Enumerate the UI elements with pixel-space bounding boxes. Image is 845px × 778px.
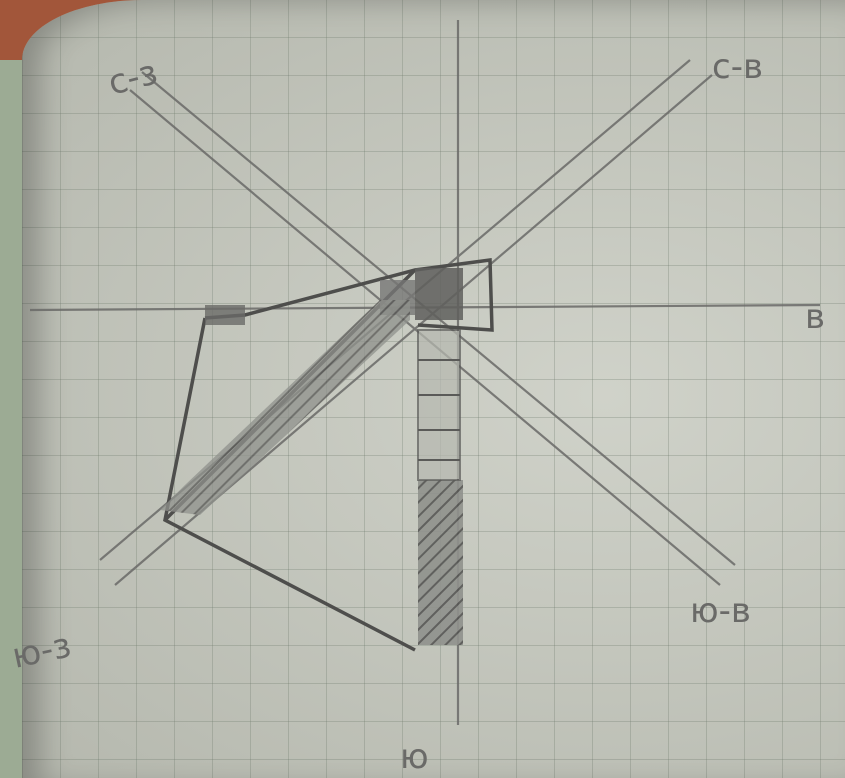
label-south: ю [400, 737, 429, 777]
label-north-west: с-з [104, 52, 162, 103]
bar-south-upper [417, 329, 461, 481]
bar-south-west-diagonal [160, 300, 410, 515]
south-bar-ticks [418, 359, 460, 461]
bar-west-start [205, 305, 245, 325]
label-south-west: ю-з [9, 625, 75, 676]
label-east: в [805, 297, 825, 337]
graph-paper-page [22, 0, 845, 778]
label-north-east: с-в [712, 47, 763, 87]
shaded-bars [160, 268, 463, 645]
bar-south [418, 480, 463, 645]
label-south-east: ю-в [690, 591, 751, 631]
bar-north-east-block [415, 268, 463, 320]
